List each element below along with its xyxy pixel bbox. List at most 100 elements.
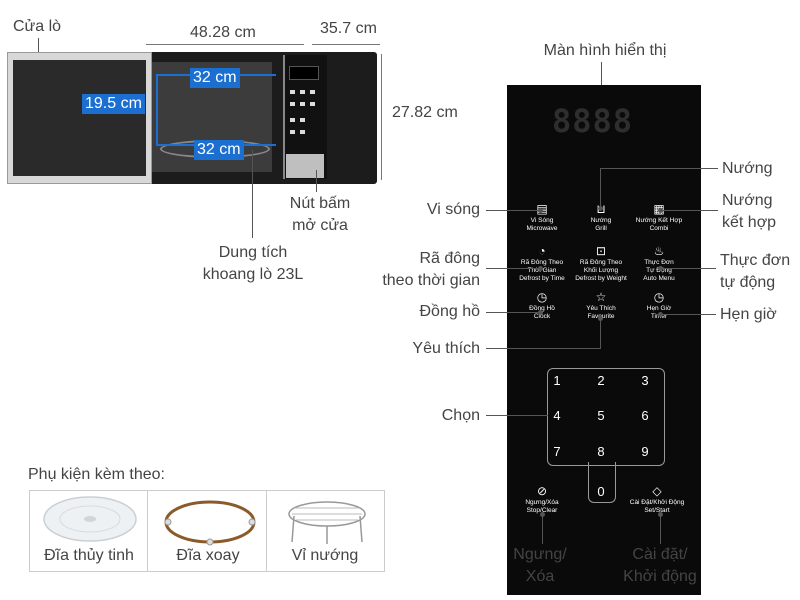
oven-mini-button: [300, 90, 305, 94]
callout-auto-menu: Thực đơn tự động: [720, 252, 791, 291]
leader-numpad: [486, 415, 548, 416]
leader-microwave-dot: [538, 208, 543, 213]
height-dimension-line: [381, 54, 382, 180]
cavity-height-arrow: [156, 74, 158, 144]
defrost-weight-key[interactable]: ⊡ Rã Đông Theo Khối Lượng Defrost by Wei…: [571, 244, 631, 283]
height-dimension: 27.82 cm: [392, 104, 458, 121]
leader-clock: [486, 312, 540, 313]
open-button-label: Nút bấm mở cửa: [289, 195, 351, 234]
oven-mini-button: [290, 102, 295, 106]
num-key-0[interactable]: 0: [597, 484, 605, 499]
leader-timer: [660, 314, 716, 315]
digital-display: 8888: [552, 102, 634, 140]
microwave-key-text: Vi Sóng Microwave: [526, 217, 558, 232]
defrost-time-icon: ◔: [538, 244, 546, 258]
accessory-label: Vỉ nướng: [291, 547, 359, 564]
leader-stop-clear-dot: [540, 512, 545, 517]
stop-clear-key[interactable]: ⊘ Ngưng/Xóa Stop/Clear: [512, 484, 572, 515]
numpad-zero-outline: [588, 462, 616, 503]
oven-mini-button: [300, 102, 305, 106]
oven-mini-button: [290, 90, 295, 94]
accessory-label: Đĩa thủy tinh: [44, 547, 134, 564]
num-key-3[interactable]: 3: [641, 373, 649, 388]
callout-grill: Nướng: [722, 160, 773, 177]
leader-auto-menu: [660, 268, 716, 269]
open-button-leader: [316, 170, 317, 192]
callout-timer: Hẹn giờ: [720, 306, 777, 323]
capacity-label: Dung tích khoang lò 23L: [202, 244, 304, 283]
width-dimension: 48.28 cm: [190, 24, 256, 41]
clock-icon: ◷: [536, 290, 548, 304]
num-key-5[interactable]: 5: [597, 408, 605, 423]
capacity-leader: [252, 150, 253, 238]
num-key-7[interactable]: 7: [553, 444, 561, 459]
depth-dimension-line: [312, 44, 380, 45]
auto-menu-icon: ♨: [653, 244, 665, 258]
callout-numpad: Chọn: [441, 407, 480, 424]
num-key-8[interactable]: 8: [597, 444, 605, 459]
callout-combi: Nướng kết hợp: [722, 192, 777, 231]
leader-favourite-h: [486, 348, 600, 349]
combi-key[interactable]: ▦ Nướng Kết Hợp Combi: [629, 202, 689, 233]
microwave-key[interactable]: ▤ Vi Sóng Microwave: [512, 202, 572, 233]
oven-mini-button: [310, 90, 315, 94]
leader-defrost-time-dot: [538, 266, 543, 271]
clock-key[interactable]: ◷ Đồng Hồ Clock: [512, 290, 572, 321]
oven-mini-display: [289, 66, 319, 80]
defrost-weight-key-text: Rã Đông Theo Khối Lượng Defrost by Weigh…: [575, 259, 627, 282]
set-start-key[interactable]: ◇ Cài Đặt/Khởi Động Set/Start: [627, 484, 687, 515]
door-label: Cửa lò: [13, 18, 62, 35]
leader-grill-v: [600, 168, 601, 208]
cavity-depth-label: 32 cm: [194, 140, 244, 160]
leader-grill-h: [600, 168, 718, 169]
accessories-box: [29, 490, 385, 572]
callout-clock: Đồng hồ: [419, 303, 481, 320]
accessory-label: Đĩa xoay: [176, 547, 240, 564]
leader-favourite-v: [600, 318, 601, 349]
num-key-6[interactable]: 6: [641, 408, 649, 423]
num-key-2[interactable]: 2: [597, 373, 605, 388]
auto-menu-key[interactable]: ♨ Thực Đơn Tự Động Auto Menu: [629, 244, 689, 283]
leader-clock-dot: [538, 310, 543, 315]
glass-plate-image: [43, 496, 137, 542]
leader-auto-menu-dot: [658, 266, 663, 271]
callout-defrost-time: Rã đông theo thời gian: [382, 250, 480, 289]
star-icon: ☆: [595, 290, 607, 304]
leader-grill-dot: [598, 206, 603, 211]
numpad-outline: [547, 368, 665, 466]
door-open-button: [286, 154, 324, 178]
oven-mini-button: [290, 118, 295, 122]
defrost-weight-icon: ⊡: [595, 244, 607, 258]
oven-door-window: [13, 60, 146, 176]
grill-key-text: Nướng Grill: [590, 217, 612, 232]
defrost-time-key[interactable]: ◔ Rã Đông Theo Thời Gian Defrost by Time: [512, 244, 572, 283]
grill-rack-image: [288, 501, 366, 544]
stop-clear-key-text: Ngưng/Xóa Stop/Clear: [525, 499, 559, 514]
set-start-key-text: Cài Đặt/Khởi Động Set/Start: [629, 499, 685, 514]
leader-set-start-dot: [658, 512, 663, 517]
leader-favourite-dot: [598, 316, 603, 321]
accessories-title: Phụ kiện kèm theo:: [28, 466, 165, 483]
num-key-9[interactable]: 9: [641, 444, 649, 459]
display-label: Màn hình hiển thị: [543, 42, 667, 59]
oven-mini-button: [300, 130, 305, 134]
callout-stop-clear: Ngưng/ Xóa: [513, 546, 567, 585]
stop-icon: ⊘: [536, 484, 548, 498]
num-key-1[interactable]: 1: [553, 373, 561, 388]
door-leader: [38, 38, 39, 60]
cavity-width-label: 32 cm: [190, 68, 240, 88]
oven-mini-button: [290, 130, 295, 134]
combi-key-text: Nướng Kết Hợp Combi: [635, 217, 683, 232]
leader-set-start: [660, 514, 661, 544]
leader-microwave: [486, 210, 540, 211]
leader-stop-clear: [542, 514, 543, 544]
leader-combi-dot: [658, 208, 663, 213]
oven-mini-button: [300, 118, 305, 122]
defrost-time-key-text: Rã Đông Theo Thời Gian Defrost by Time: [519, 259, 565, 282]
num-key-4[interactable]: 4: [553, 408, 561, 423]
roller-ring-image: [164, 500, 256, 546]
accessory-divider: [148, 490, 267, 572]
auto-menu-key-text: Thực Đơn Tự Động Auto Menu: [643, 259, 675, 282]
accessory-divider: [29, 490, 148, 572]
start-icon: ◇: [652, 484, 662, 498]
